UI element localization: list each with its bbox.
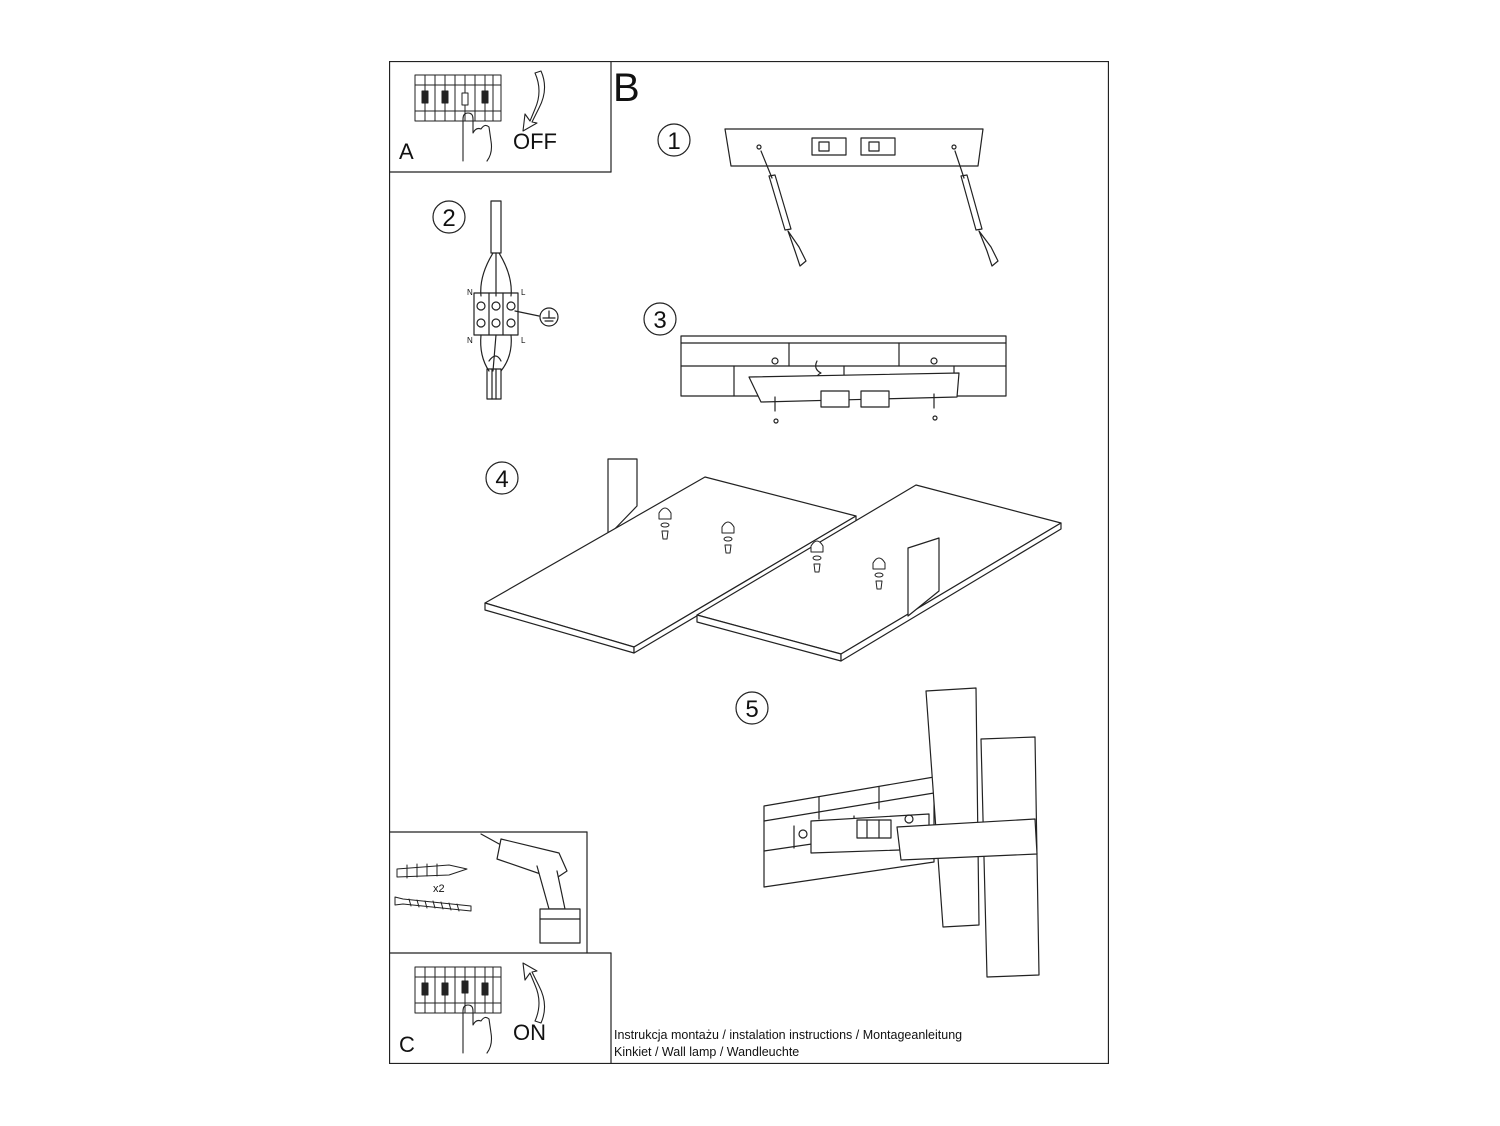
- terminal-block: [473, 292, 519, 336]
- step-1-number: 1: [667, 128, 680, 155]
- panel-a-label: A: [399, 139, 414, 164]
- caption-instructions: Instrukcja montażu / instalation instruc…: [614, 1028, 963, 1042]
- off-label: OFF: [513, 129, 557, 154]
- rotate-down-arrow-icon: [522, 70, 546, 132]
- screw-icon: [394, 896, 472, 912]
- live-label-bottom: L: [521, 336, 526, 345]
- lamp-cable: [486, 368, 502, 400]
- step-number-badge: [643, 302, 677, 336]
- quantity-label: x2: [433, 883, 445, 895]
- tools-panel: x2: [394, 833, 581, 944]
- mounting-post: [658, 507, 672, 540]
- lamp-crossbar: [896, 818, 1038, 861]
- step-4-number: 4: [495, 466, 508, 493]
- panel-a: A OFF: [399, 70, 557, 164]
- caption-product: Kinkiet / Wall lamp / Wandleuchte: [614, 1045, 800, 1059]
- on-label: ON: [513, 1020, 546, 1045]
- step-5-number: 5: [745, 696, 758, 723]
- hand-icon: [462, 1004, 493, 1054]
- wall-plug-screw: [760, 150, 807, 267]
- section-b-label: B: [613, 66, 640, 110]
- neutral-label-bottom: N: [467, 336, 473, 345]
- mounting-post: [721, 521, 735, 554]
- hand-icon: [462, 112, 493, 162]
- neutral-label-top: N: [467, 288, 473, 297]
- lamp-panel-back: [925, 687, 980, 928]
- step-3: 3: [643, 302, 1007, 424]
- drill-icon: [480, 833, 581, 944]
- step-1: 1: [657, 123, 999, 267]
- breaker-box-icon: [414, 74, 502, 122]
- wall-tiles: [680, 335, 1007, 397]
- mounting-bracket: [748, 372, 960, 403]
- wall-plug-screw: [954, 150, 999, 267]
- instruction-sheet: A OFF B 1 2 N: [389, 61, 1109, 1064]
- step-4: 4: [484, 458, 1062, 662]
- step-number-badge: [432, 200, 466, 234]
- step-number-badge: [485, 461, 519, 495]
- step-3-number: 3: [653, 307, 666, 334]
- step-5: 5: [735, 687, 1040, 978]
- live-label-top: L: [521, 288, 526, 297]
- wall-plug-icon: [396, 863, 468, 879]
- sheet-border: [389, 61, 1109, 1064]
- breaker-box-icon: [414, 966, 502, 1014]
- ground-symbol-icon: [539, 307, 559, 327]
- supply-cable: [490, 200, 502, 254]
- panel-c-label: C: [399, 1032, 415, 1057]
- mounting-post: [810, 540, 824, 573]
- lamp-panel-left: [484, 458, 857, 654]
- terminal-block: [856, 819, 892, 839]
- step-2-number: 2: [442, 205, 455, 232]
- lamp-panel-front: [980, 736, 1040, 978]
- step-number-badge: [735, 691, 769, 725]
- rotate-up-arrow-icon: [522, 962, 546, 1024]
- mounting-bracket: [724, 128, 984, 167]
- panel-c: C ON: [399, 962, 546, 1057]
- step-2: 2 N L N L: [432, 200, 559, 400]
- mounting-post: [872, 557, 886, 590]
- step-number-badge: [657, 123, 691, 157]
